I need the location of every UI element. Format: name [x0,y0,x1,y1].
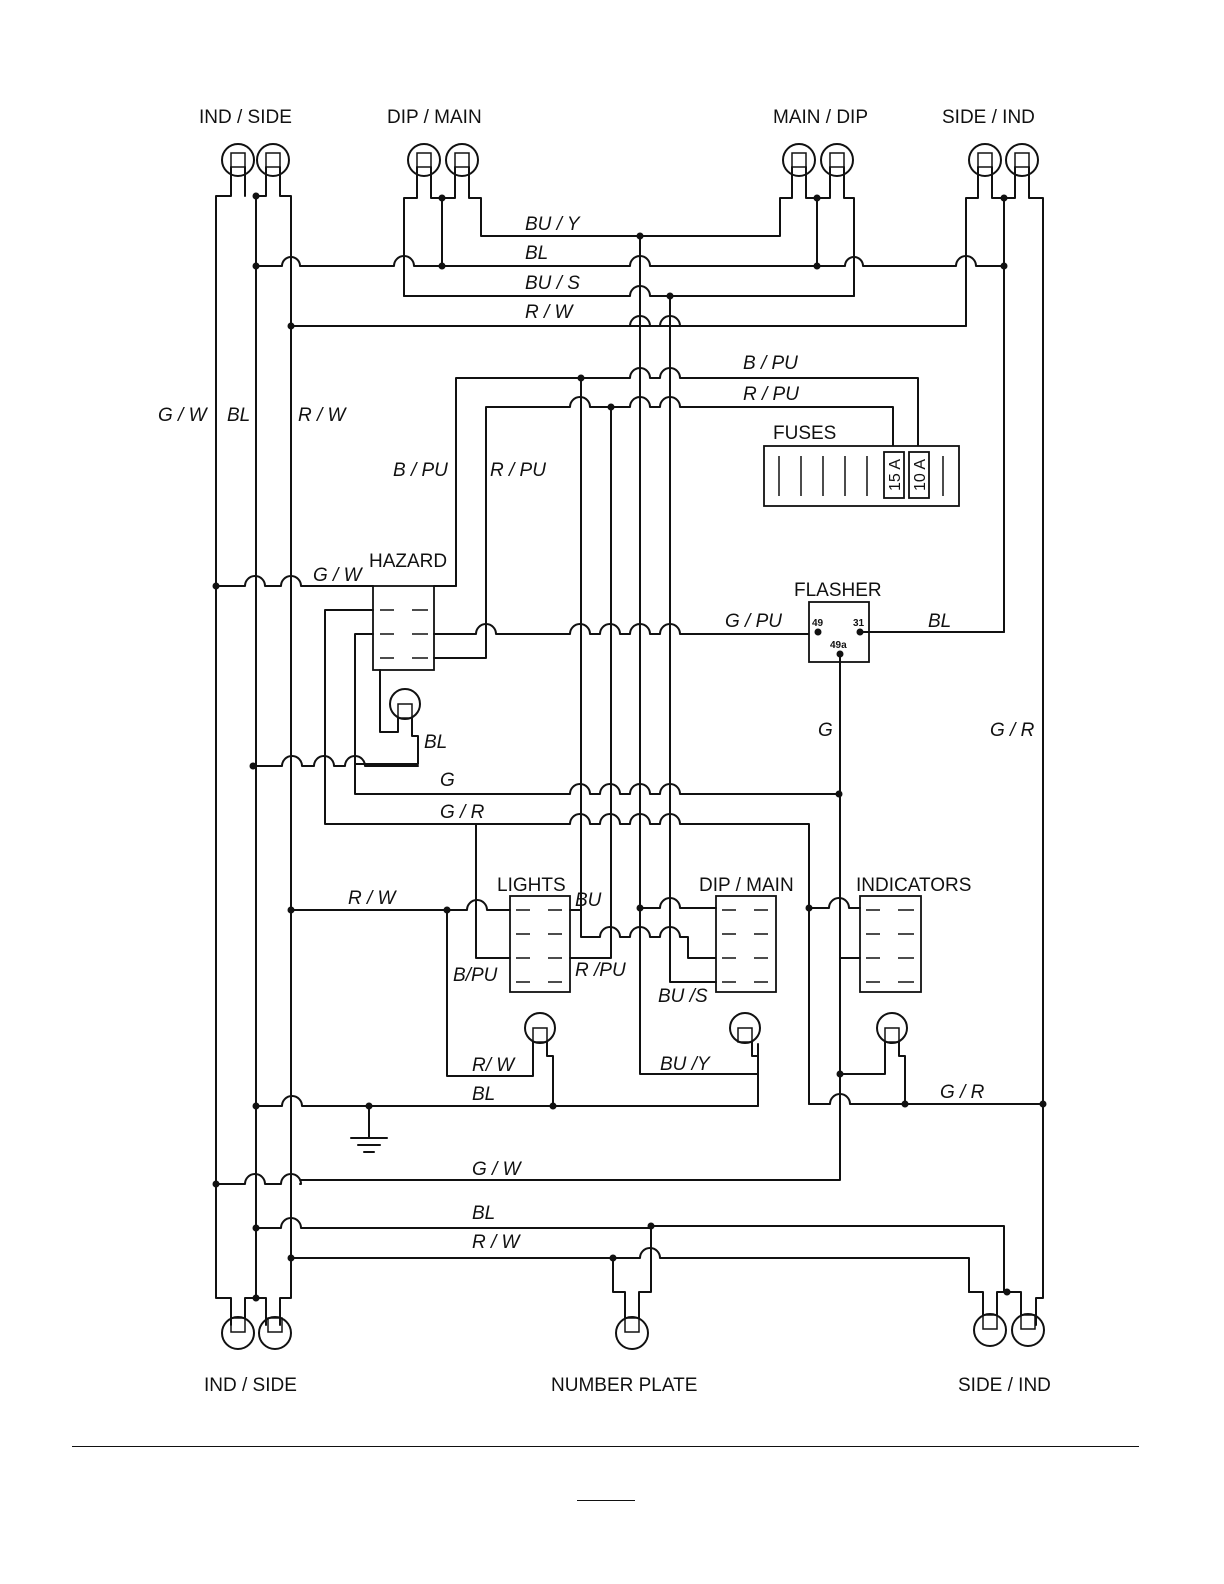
wire-label: BU [575,890,602,911]
wire-label: R / PU [743,384,799,405]
lamp-top-main [639,143,855,297]
wire-label: G / R [990,720,1035,741]
wire-bl-top [255,255,1005,267]
lights-switch [509,895,571,993]
page-number-line [577,1500,635,1501]
wire-label: BU / Y [525,214,581,235]
label-bottom-right: SIDE / IND [958,1375,1051,1396]
wire-label: BL [424,732,447,753]
wire-label: BL [472,1203,495,1224]
lamp-number-plate [612,1225,652,1350]
wire-label: BU / S [525,273,580,294]
wire-label: G / R [440,802,485,823]
flasher-terminal-49a: 49a [830,640,847,651]
label-dip-main-switch: DIP / MAIN [699,875,794,896]
label-hazard: HAZARD [369,551,447,572]
lamp-top-dip [403,143,641,297]
footer-rule [72,1446,1139,1447]
fuse-10a: 10 A [912,459,929,491]
wire-label: G / W [472,1159,523,1180]
wire-label: G [440,770,455,791]
label-top-right: SIDE / IND [942,107,1035,128]
wire-label: R / PU [490,460,546,481]
wire-label: G / PU [725,611,782,632]
wire-label: G [818,720,833,741]
fuse-15a: 15 A [887,459,904,491]
lamp-indicator-warning [839,1012,908,1105]
wire-label: G / W [313,565,364,586]
flasher-terminal-49: 49 [812,618,824,629]
wire-bu-s-top [403,285,855,297]
lamp-top-left-ind [215,143,255,1326]
wire-label: R / W [348,888,398,909]
label-lights: LIGHTS [497,875,566,896]
lamp-bottom-left [221,1297,292,1350]
fuse-box: 15 A 10 A [763,445,960,507]
lamp-bottom-right [968,1291,1045,1347]
label-bottom-left: IND / SIDE [204,1375,297,1396]
wire-label: R / W [472,1232,522,1253]
lamp-top-right [291,143,1044,1326]
wire-label: BU /Y [660,1054,711,1075]
label-number-plate: NUMBER PLATE [551,1375,697,1396]
wire-label: R /PU [575,960,626,981]
wire-label: R/ W [472,1055,516,1076]
wire-label: R / W [525,302,575,323]
wire-label: B / PU [743,353,798,374]
wire-label: BL [928,611,951,632]
dip-main-switch [715,895,777,993]
wire-label: B / PU [393,460,448,481]
hazard-switch [372,585,435,671]
indicators-switch [859,895,922,993]
wire-label: BL [227,405,250,426]
lamp-main-beam-indicator [729,1012,761,1107]
label-flasher: FLASHER [794,580,882,601]
flasher-terminal-31: 31 [853,618,865,629]
wire-label: R / W [298,405,348,426]
hazard-warning-lamp [355,669,421,765]
label-top-main-dip: MAIN / DIP [773,107,868,128]
wire-label: B/PU [453,965,498,986]
wire-label: BU /S [658,986,708,1007]
label-indicators: INDICATORS [856,875,971,896]
wire-label: G / R [940,1082,985,1103]
wire-label: G / W [158,405,209,426]
wire-label: BL [472,1084,495,1105]
ground-symbol [350,1105,388,1153]
label-fuses: FUSES [773,423,836,444]
wire-label: BL [525,243,548,264]
lamp-lights-indicator [446,909,556,1107]
lamp-top-left-side [244,143,292,1326]
label-top-dip-main: DIP / MAIN [387,107,482,128]
label-top-left: IND / SIDE [199,107,292,128]
